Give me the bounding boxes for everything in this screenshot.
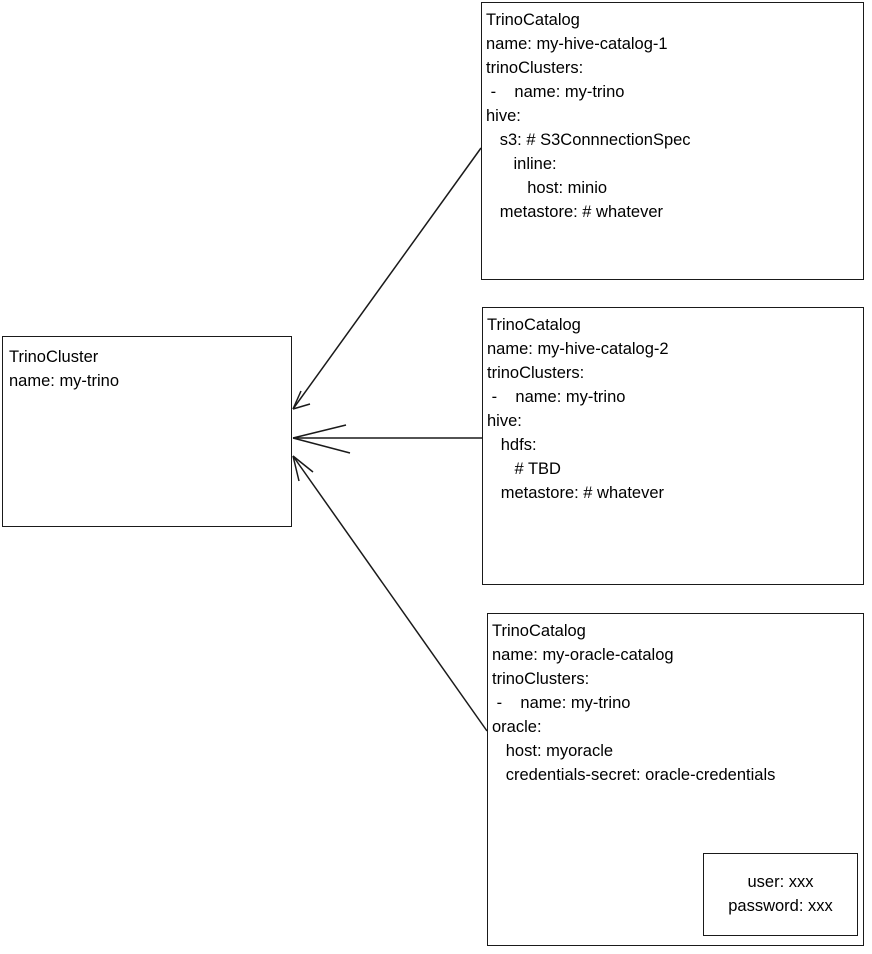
node-catalog-hive-1[interactable]: TrinoCatalog name: my-hive-catalog-1 tri… bbox=[481, 2, 864, 280]
node-oracle-credentials-secret[interactable]: user: xxx password: xxx bbox=[703, 853, 858, 936]
node-trino-cluster[interactable]: TrinoCluster name: my-trino bbox=[2, 336, 292, 527]
node-catalog-oracle-text: TrinoCatalog name: my-oracle-catalog tri… bbox=[492, 622, 776, 784]
edge-hive1-to-cluster bbox=[292, 147, 482, 410]
node-trino-cluster-text: TrinoCluster name: my-trino bbox=[9, 348, 120, 390]
node-catalog-hive-2-text: TrinoCatalog name: my-hive-catalog-2 tri… bbox=[487, 316, 669, 502]
edge-hive2-to-cluster bbox=[292, 424, 482, 454]
node-oracle-credentials-secret-text: user: xxx password: xxx bbox=[728, 873, 833, 915]
node-catalog-hive-1-text: TrinoCatalog name: my-hive-catalog-1 tri… bbox=[486, 11, 691, 221]
node-catalog-hive-2[interactable]: TrinoCatalog name: my-hive-catalog-2 tri… bbox=[482, 307, 864, 585]
node-catalog-oracle[interactable]: TrinoCatalog name: my-oracle-catalog tri… bbox=[487, 613, 864, 946]
edge-oracle-to-cluster bbox=[292, 455, 488, 732]
